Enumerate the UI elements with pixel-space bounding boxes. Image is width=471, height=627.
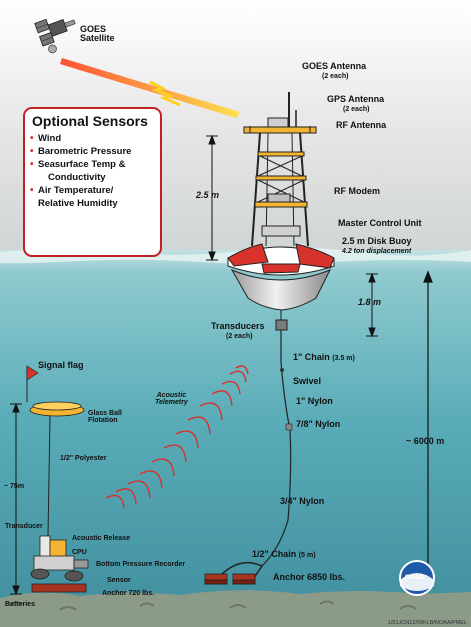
sensor-item-barometric-label: Barometric Pressure (38, 146, 132, 157)
satellite-label-line-2: Satellite (80, 33, 115, 44)
sensor-item-air-temperature: Air Temperature/Relative Humidity (30, 184, 155, 210)
chain-top-label: 1" Chain (3.5 m) (293, 352, 355, 362)
rf-modem-label: RF Modem (334, 186, 380, 196)
tower-height-label: 2.5 m (196, 190, 220, 200)
draft-label: 1.8 m (358, 297, 382, 307)
signal-flag-label: Signal flag (38, 360, 84, 370)
sensor-item-seasurface-label-2: Conductivity (48, 172, 106, 183)
bpr-height-label: ~ 75m (4, 483, 25, 490)
satellite-beam (60, 58, 240, 118)
cpu-label: CPU (72, 549, 87, 556)
sensor-item-air-temp-label-1: Air Temperature/ (38, 185, 114, 196)
noaa-logo (399, 560, 435, 596)
gps-antenna-count: (2 each) (343, 106, 370, 113)
chain-top-length: (3.5 m) (332, 355, 355, 362)
polyester-label: 1/2" Polyester (60, 455, 107, 462)
seafloor-rocks (9, 600, 417, 611)
image-credit: 1/01JCN12/09KLB/NOAA/PMEL (387, 620, 467, 626)
rf-antenna-label: RF Antenna (336, 120, 387, 130)
swivel-label: Swivel (293, 376, 322, 386)
sensor-item-wind: Wind (30, 132, 155, 145)
buoy-tower (243, 92, 317, 247)
sensor-item-air-temp-label-2: Relative Humidity (38, 198, 118, 209)
optional-sensors-list: Wind Barometric Pressure Seasurface Temp… (30, 132, 155, 210)
goes-antenna-text: GOES Antenna (302, 61, 367, 71)
telemetry-line-1: Acoustic (156, 392, 187, 399)
anchor-6850-label: Anchor 6850 lbs. (273, 572, 346, 582)
polyester-line (47, 415, 51, 537)
bpr-sensor-label: Sensor (107, 577, 131, 584)
bpr-height-arrow (10, 402, 22, 596)
draft-arrow (366, 272, 378, 338)
disk-buoy (227, 243, 335, 331)
satellite-zigzag (149, 80, 181, 107)
sensor-item-seasurface-label-1: Seasurface Temp & (38, 159, 126, 170)
chain-bottom-length: (5 m) (298, 552, 316, 559)
master-control-unit-label: Master Control Unit (338, 218, 422, 228)
goes-antenna-label: GOES Antenna (302, 61, 367, 71)
nylon-splice (285, 423, 293, 431)
acoustic-release-label: Acoustic Release (72, 535, 130, 542)
goes-antenna-count: (2 each) (322, 73, 349, 80)
sensor-item-wind-label: Wind (38, 133, 62, 144)
displacement-label: 4.2 ton displacement (342, 248, 412, 255)
bpr-label: Bottom Pressure Recorder (96, 561, 186, 568)
signal-flag (26, 365, 39, 402)
bpr-instrument (30, 535, 89, 593)
anchor-6850 (204, 573, 256, 585)
disk-buoy-label: 2.5 m Disk Buoy (342, 236, 412, 246)
depth-label: ~ 6000 m (406, 436, 445, 446)
chain-bottom-label: 1/2" Chain (5 m) (252, 549, 316, 559)
ocean (0, 250, 471, 627)
optional-sensors-box: Optional Sensors Wind Barometric Pressur… (23, 107, 162, 257)
tower-height-arrow (206, 134, 218, 262)
seafloor (0, 590, 471, 627)
glass-ball-flotation (29, 401, 85, 417)
glass-ball-line-2: Flotation (88, 417, 118, 425)
glass-ball-line-1: Glass Ball (88, 410, 122, 417)
transducers-label: Transducers (211, 321, 265, 331)
chain-top-text: 1" Chain (293, 352, 330, 362)
mooring-line (261, 330, 292, 567)
chain-bottom-text: 1/2" Chain (252, 549, 297, 559)
acoustic-waves (105, 365, 249, 509)
satellite-label-line-1: GOES (80, 24, 107, 34)
optional-sensors-title: Optional Sensors (32, 113, 148, 129)
swivel (280, 368, 284, 372)
anchor-720-label: Anchor 720 lbs. (102, 590, 155, 597)
goes-satellite (34, 18, 76, 54)
nylon-34-label: 3/4" Nylon (280, 496, 325, 506)
noaa-logo-text: noaa (405, 572, 424, 581)
sensor-item-barometric-pressure: Barometric Pressure (30, 145, 155, 158)
nylon-1-label: 1" Nylon (296, 396, 333, 406)
nylon-78-label: 7/8" Nylon (296, 419, 341, 429)
batteries-label: Batteries (5, 601, 35, 608)
gps-antenna-label: GPS Antenna (327, 94, 385, 104)
telemetry-line-2: Telemetry (155, 399, 188, 407)
sensor-item-seasurface-temp: Seasurface Temp & Conductivity (30, 158, 155, 184)
transducers-count: (2 each) (226, 333, 253, 340)
transducer-label: Transducer (5, 523, 43, 530)
